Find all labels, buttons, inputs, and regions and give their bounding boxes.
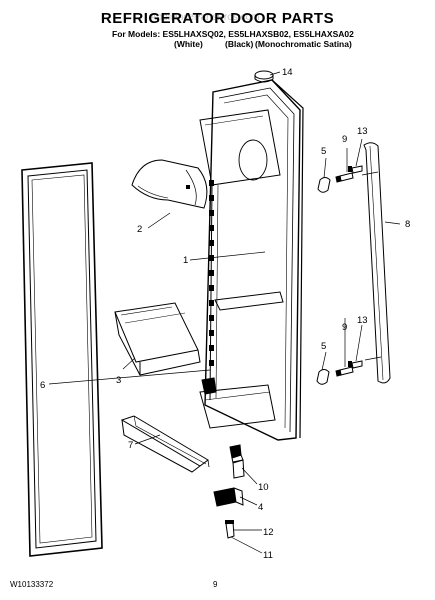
callout-11: 11 [263,550,273,561]
callout-5-lower: 5 [321,341,326,352]
page-title: REFRIGERATOR DOOR PARTS [100,10,335,27]
callout-3: 3 [116,375,121,386]
callout-13-upper: 13 [357,126,368,137]
lower-handle-spacer [316,369,330,385]
watermark: AppliancePartsPros.com [150,12,260,23]
door-liner [199,79,304,441]
hinge-screw [225,520,235,539]
callout-6: 6 [40,380,45,391]
callout-1: 1 [183,255,188,266]
door-handle [361,142,391,384]
door-gasket [21,162,103,557]
lower-bolt [348,360,363,369]
doc-number: W10133372 [10,580,54,589]
variant-white: (White) [174,39,203,49]
callout-12: 12 [263,527,274,538]
callout-9-upper: 9 [342,134,347,145]
dairy-door [131,159,208,209]
upper-handle-spacer [317,177,331,193]
variant-satina: (Monochromatic Satina) [255,39,352,49]
hinge-bracket [213,487,244,507]
leader-lines [48,71,401,554]
callout-14: 14 [282,67,293,78]
callout-9-lower: 9 [342,322,347,333]
hinge-bushing [229,444,244,464]
models-line: For Models: ES5LHAXSQ02, ES5LHAXSB02, ES… [112,29,354,39]
upper-screw [335,172,354,183]
door-bin [114,302,201,376]
callout-7: 7 [128,440,133,451]
lower-bin [120,415,210,473]
lower-screw [335,366,354,377]
upper-bolt [348,165,363,174]
callout-4: 4 [258,502,263,513]
door-plug [254,70,274,83]
hinge-pin [232,459,245,479]
callout-5-upper: 5 [321,146,326,157]
callout-13-lower: 13 [357,315,368,326]
callout-2: 2 [137,224,142,235]
variant-black: (Black) [225,39,254,49]
page-number: 9 [213,580,218,589]
callout-8: 8 [405,219,410,230]
callout-10: 10 [258,482,269,493]
